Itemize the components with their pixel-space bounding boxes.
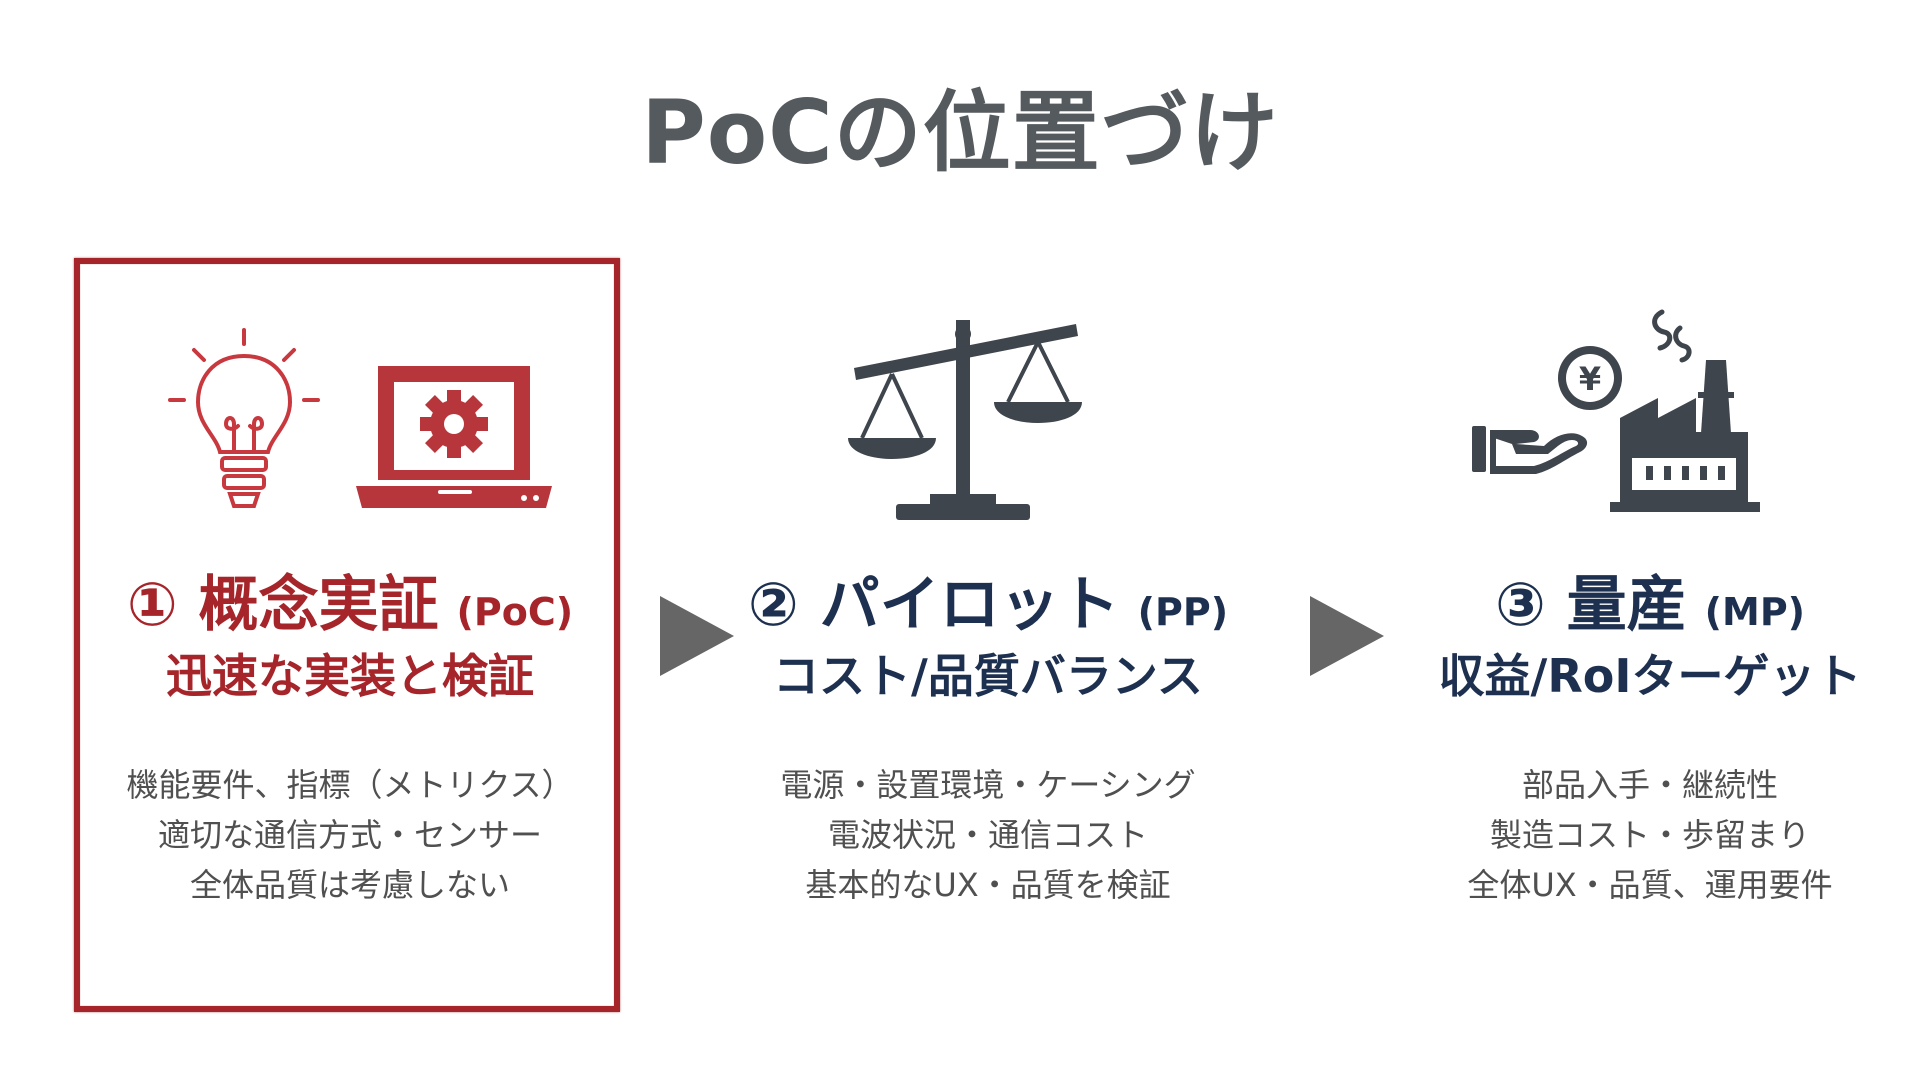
stage-abbr: (PoC): [456, 590, 574, 634]
stage-poc: ① 概念実証 (PoC) 迅速な実装と検証 機能要件、指標（メトリクス） 適切な通…: [74, 0, 626, 1080]
arrow-right-icon: [660, 596, 734, 676]
detail-line: 電波状況・通信コスト: [827, 816, 1148, 854]
lightbulb-icon: [168, 328, 320, 508]
yen-coin-icon: ¥: [1558, 346, 1622, 410]
stage-heading: ② パイロット (PP): [712, 556, 1264, 643]
detail-line: 全体UX・品質、運用要件: [1467, 866, 1833, 904]
detail-line: 基本的なUX・品質を検証: [805, 866, 1171, 904]
stage-heading-label: ② パイロット: [747, 570, 1120, 640]
stage-heading: ③ 量産 (MP): [1374, 556, 1920, 643]
stage-pilot: ② パイロット (PP) コスト/品質バランス 電源・設置環境・ケーシング 電波状…: [712, 0, 1264, 1080]
stage-details: 電源・設置環境・ケーシング 電波状況・通信コスト 基本的なUX・品質を検証: [712, 760, 1264, 910]
stage-heading: ① 概念実証 (PoC): [74, 556, 626, 643]
detail-line: 製造コスト・歩留まり: [1489, 816, 1810, 854]
stage-icons: [712, 300, 1264, 540]
hand-coin-icon: [1472, 426, 1588, 474]
stage-abbr: (MP): [1704, 590, 1806, 634]
stage-subheading: コスト/品質バランス: [773, 649, 1203, 703]
stage-icons: [74, 300, 626, 540]
stage-heading-label: ③ 量産: [1494, 570, 1687, 640]
stage-mass-production: ¥ ③ 量産 (MP) 収益/RoIターゲット: [1374, 0, 1920, 1080]
highlight-frame: [74, 258, 620, 1012]
yen-symbol: ¥: [1579, 360, 1601, 398]
detail-line: 全体品質は考慮しない: [189, 866, 510, 904]
detail-line: 機能要件、指標（メトリクス）: [126, 766, 574, 804]
detail-line: 部品入手・継続性: [1521, 766, 1778, 804]
stage-subheading: 迅速な実装と検証: [166, 649, 534, 703]
stage-details: 部品入手・継続性 製造コスト・歩留まり 全体UX・品質、運用要件: [1374, 760, 1920, 910]
arrow-right-icon: [1310, 596, 1384, 676]
stage-details: 機能要件、指標（メトリクス） 適切な通信方式・センサー 全体品質は考慮しない: [74, 760, 626, 910]
stage-icons: ¥: [1374, 300, 1920, 540]
balance-scale-icon: [848, 320, 1082, 520]
detail-line: 適切な通信方式・センサー: [157, 816, 542, 854]
stage-heading-label: ① 概念実証: [126, 570, 439, 640]
page-title: PoCの位置づけ: [641, 81, 1279, 184]
laptop-gear-icon: [356, 366, 552, 508]
factory-icon: [1610, 309, 1760, 512]
stage-abbr: (PP): [1137, 590, 1229, 634]
detail-line: 電源・設置環境・ケーシング: [780, 766, 1196, 804]
stage-subheading: 収益/RoIターゲット: [1438, 649, 1862, 703]
